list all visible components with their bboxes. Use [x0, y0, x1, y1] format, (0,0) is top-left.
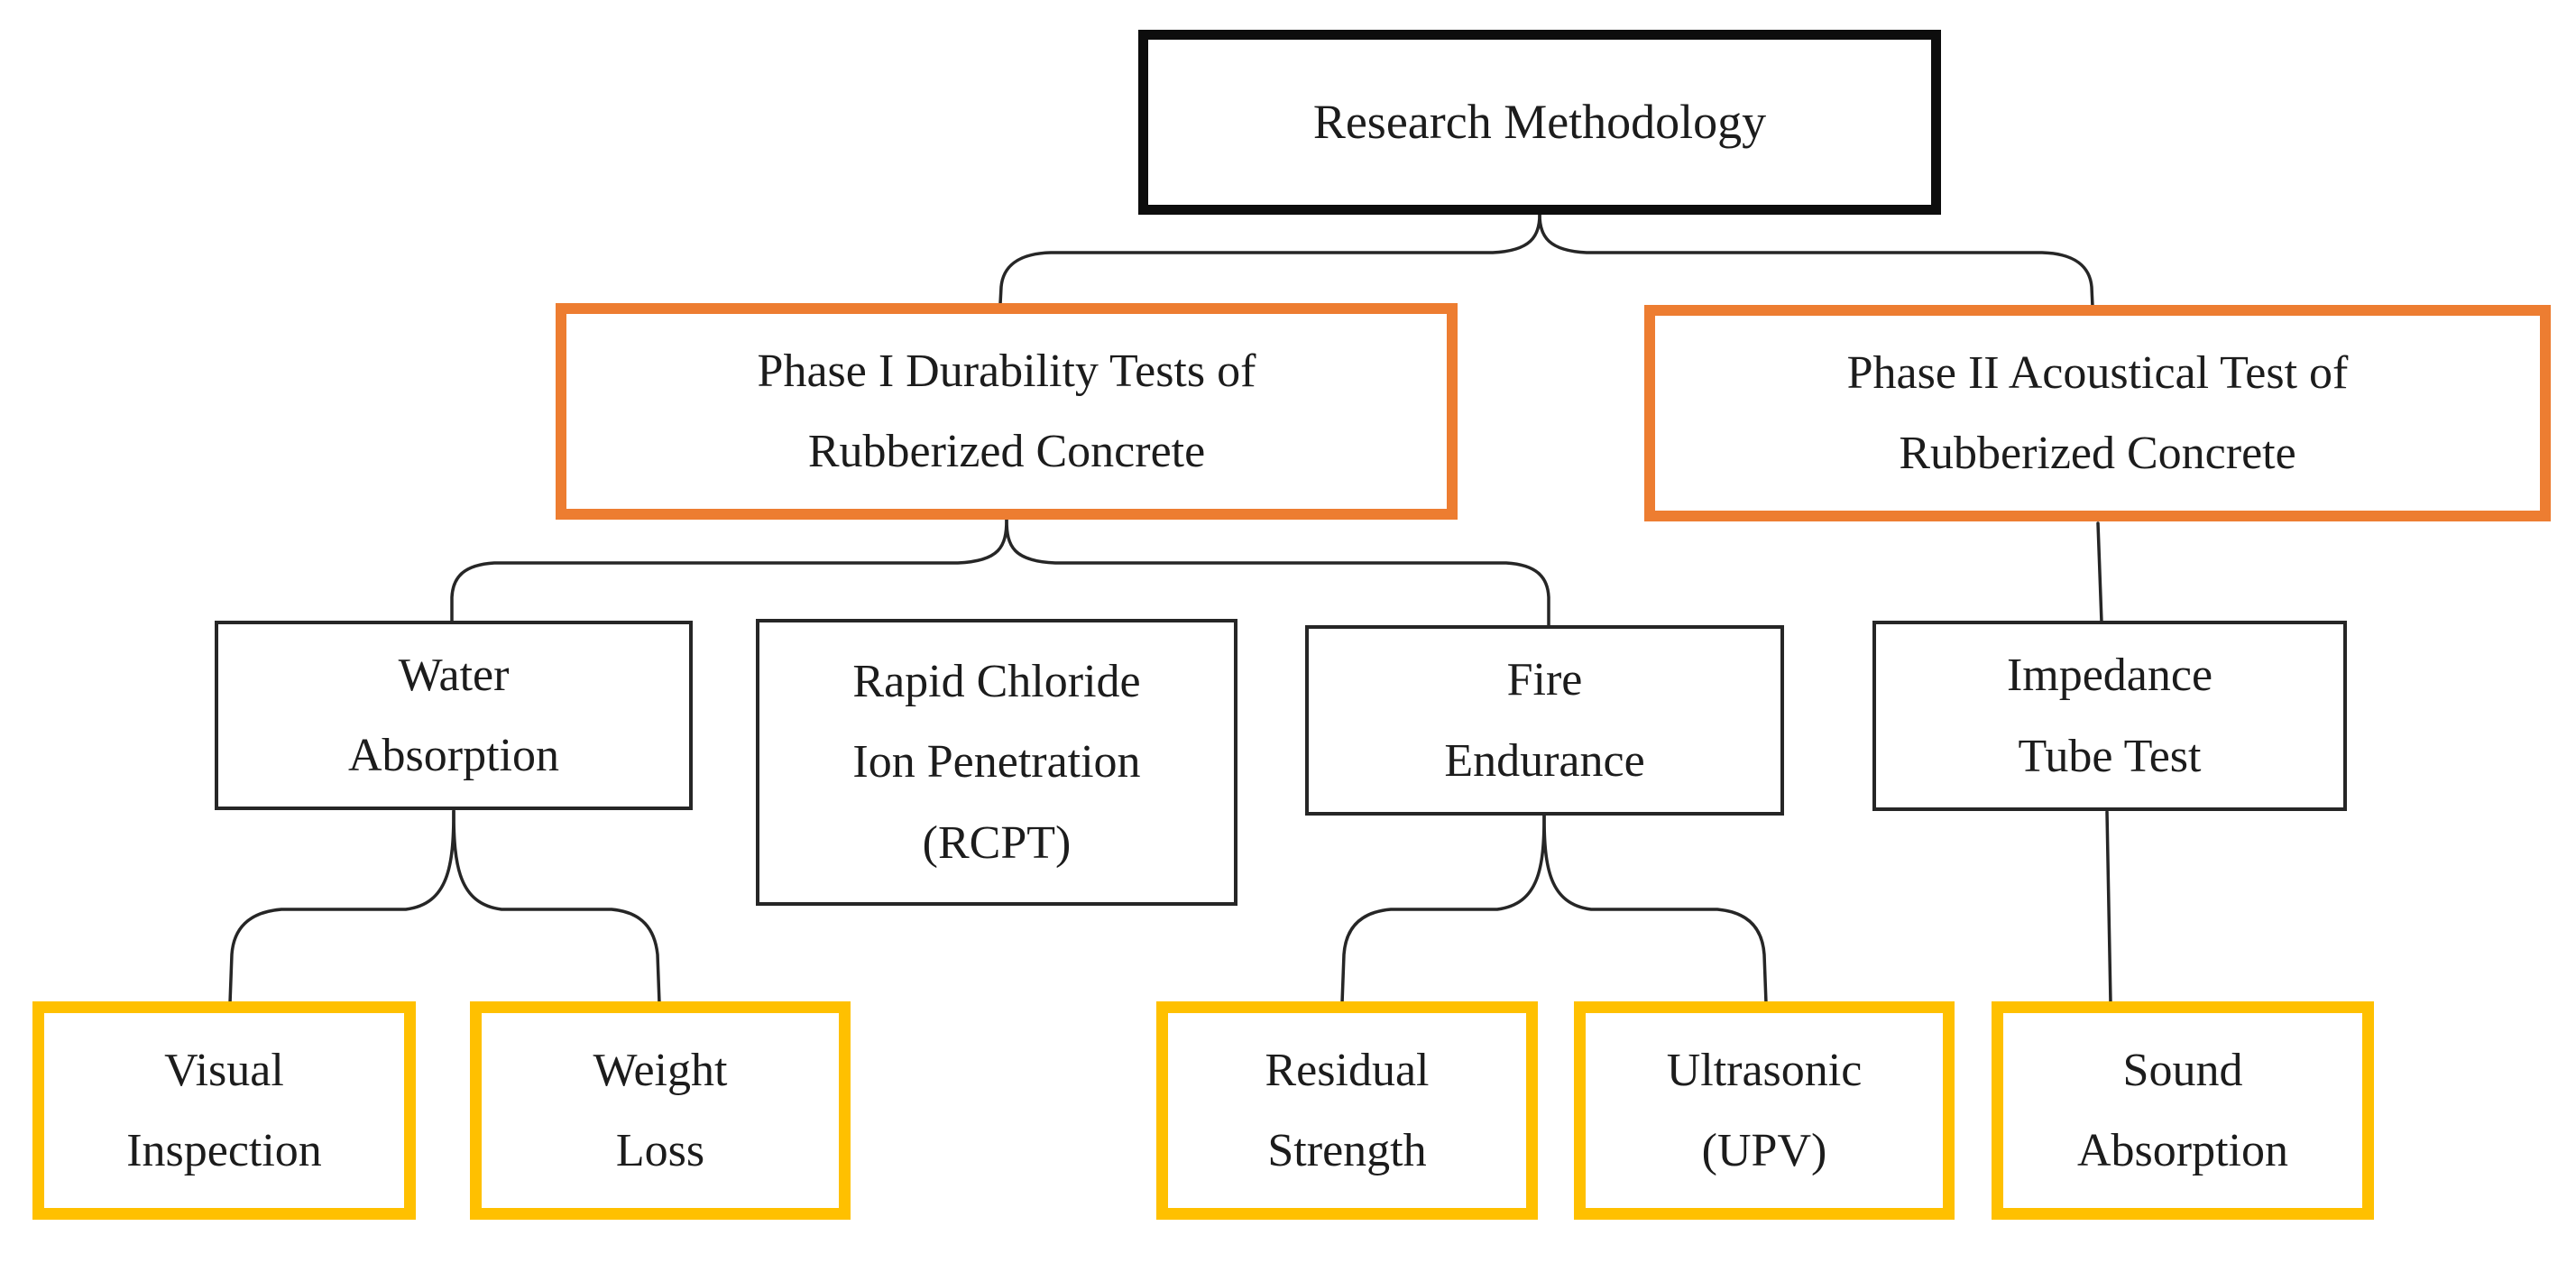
node-phase1-durability-tests: Phase I Durability Tests of Rubberized C…: [556, 303, 1458, 520]
node-label-line: Rubberized Concrete: [807, 426, 1206, 477]
node-rapid-chloride-ion-penetration: Rapid Chloride Ion Penetration (RCPT): [756, 619, 1237, 906]
node-ultrasonic-upv: Ultrasonic (UPV): [1574, 1001, 1955, 1220]
node-label-line: Ultrasonic: [1666, 1044, 1863, 1096]
node-label-line: Phase I Durability Tests of: [757, 345, 1256, 397]
node-visual-inspection: Visual Inspection: [32, 1001, 416, 1220]
node-sound-absorption: Sound Absorption: [1992, 1001, 2374, 1220]
node-research-methodology: Research Methodology: [1138, 30, 1941, 215]
node-label-line: Residual: [1265, 1044, 1430, 1096]
node-label-line: Water: [398, 649, 510, 701]
node-label-line: Tube Test: [2018, 730, 2202, 782]
node-label-line: Phase II Acoustical Test of: [1846, 346, 2349, 399]
connector-water-to-visual: [228, 809, 455, 1005]
node-label-line: Loss: [615, 1125, 705, 1176]
connector-phase2-to-impedance: [2096, 521, 2103, 624]
node-label-line: Fire: [1506, 654, 1583, 706]
node-label-line: Ion Penetration: [852, 736, 1141, 788]
node-label-line: Absorption: [348, 730, 559, 781]
connector-impedance-to-sound: [2105, 810, 2112, 1005]
node-label-line: Rubberized Concrete: [1899, 428, 2296, 479]
connector-fire-to-ultrasonic: [1542, 814, 1768, 1005]
connector-phase1-to-fire: [1005, 518, 1550, 629]
node-label-line: Research Methodology: [1312, 95, 1767, 150]
node-residual-strength: Residual Strength: [1156, 1001, 1538, 1220]
node-label-line: (UPV): [1701, 1125, 1827, 1176]
node-label-line: Sound: [2122, 1044, 2243, 1096]
node-fire-endurance: Fire Endurance: [1305, 625, 1784, 816]
node-water-absorption: Water Absorption: [215, 621, 693, 810]
node-label-line: Weight: [593, 1044, 728, 1096]
connector-water-to-weight: [452, 809, 661, 1005]
connector-fire-to-residual: [1340, 814, 1546, 1005]
node-label-line: Endurance: [1444, 734, 1645, 787]
node-label-line: Absorption: [2077, 1125, 2288, 1176]
node-weight-loss: Weight Loss: [470, 1001, 851, 1220]
node-label-line: Impedance: [2006, 650, 2213, 702]
node-label-line: Inspection: [126, 1125, 322, 1176]
node-impedance-tube-test: Impedance Tube Test: [1872, 621, 2347, 811]
node-label-line: Visual: [164, 1044, 284, 1096]
node-phase2-acoustical-test: Phase II Acoustical Test of Rubberized C…: [1644, 305, 2551, 521]
node-label-line: Strength: [1267, 1125, 1427, 1176]
connector-phase1-to-water: [450, 518, 1008, 624]
connector-root-to-phase2: [1538, 213, 2094, 309]
node-label-line: (RCPT): [922, 816, 1072, 869]
node-label-line: Rapid Chloride: [852, 655, 1141, 707]
connector-root-to-phase1: [998, 213, 1541, 306]
